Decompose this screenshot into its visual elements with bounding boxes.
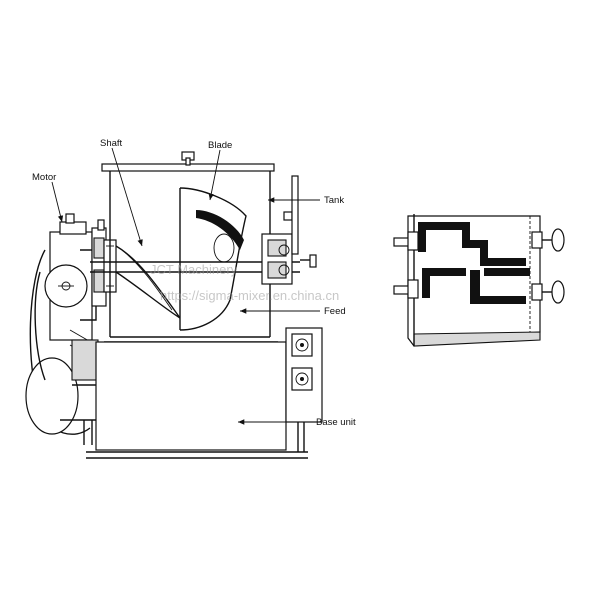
label-feed: Feed — [324, 306, 346, 317]
leader-lines — [51, 147, 320, 425]
watermark-url: https://sigma-mixer.en.china.cn — [160, 288, 339, 303]
label-base-unit: Base unit — [316, 417, 356, 428]
handwheel-top-icon — [551, 228, 565, 252]
tank — [90, 151, 317, 343]
label-tank: Tank — [324, 195, 344, 206]
motor-assembly — [25, 213, 99, 445]
label-motor: Motor — [32, 172, 56, 183]
base-unit — [86, 327, 323, 459]
label-blade: Blade — [208, 140, 232, 151]
watermark-brand: JCT Machinery — [150, 262, 238, 277]
handwheel-bottom-icon — [551, 280, 565, 304]
left-bearing — [91, 219, 117, 307]
blade-schematic — [393, 214, 565, 347]
label-shaft: Shaft — [100, 138, 123, 149]
